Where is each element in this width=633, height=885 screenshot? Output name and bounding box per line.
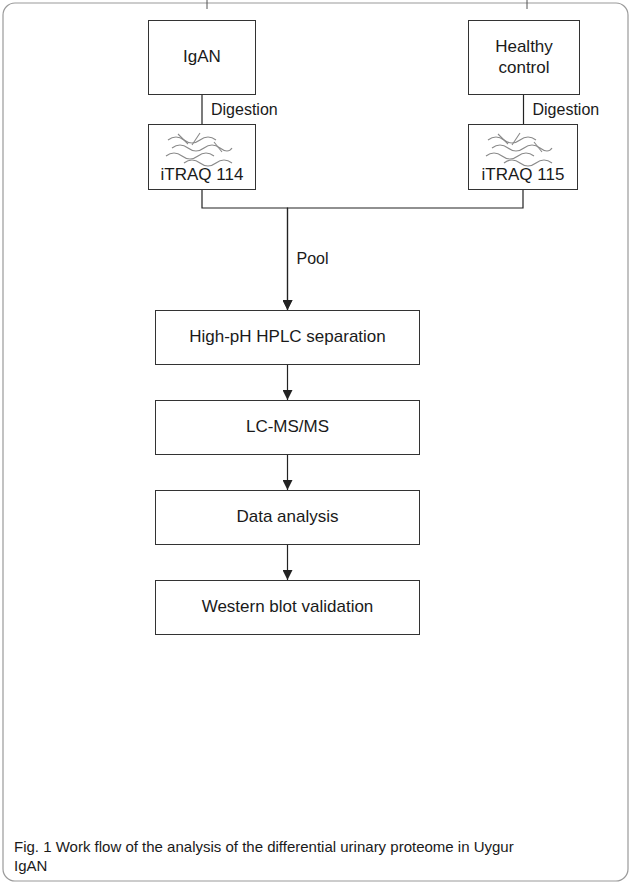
stub-line bbox=[527, 0, 528, 9]
peptide-icon bbox=[486, 133, 552, 166]
process-box: IgAN bbox=[148, 20, 256, 95]
stub-line bbox=[207, 0, 208, 9]
process-box: Data analysis bbox=[155, 490, 420, 545]
flow-connector bbox=[288, 190, 524, 310]
flow-connector bbox=[202, 190, 288, 310]
process-box: Healthy control bbox=[468, 20, 580, 95]
box-label: IgAN bbox=[183, 47, 221, 67]
flow-connector bbox=[287, 545, 288, 580]
figure-frame bbox=[3, 3, 628, 881]
edge-label: Digestion bbox=[209, 100, 280, 119]
peptide-icon bbox=[166, 133, 232, 166]
box-label: Healthy control bbox=[475, 37, 573, 78]
flow-connector bbox=[287, 455, 288, 490]
edge-label: Pool bbox=[295, 249, 331, 268]
box-label: High-pH HPLC separation bbox=[189, 327, 386, 347]
edge-label: Digestion bbox=[531, 100, 602, 119]
box-label: iTRAQ 114 bbox=[161, 165, 244, 185]
figure-caption: Fig. 1 Work flow of the analysis of the … bbox=[14, 838, 544, 876]
process-box: LC-MS/MS bbox=[155, 400, 420, 455]
process-box: iTRAQ 115 bbox=[468, 124, 578, 190]
box-label: LC-MS/MS bbox=[246, 417, 329, 437]
box-label: iTRAQ 115 bbox=[482, 165, 565, 185]
flow-connector bbox=[523, 95, 524, 124]
process-box: iTRAQ 114 bbox=[148, 124, 256, 190]
flow-connector bbox=[287, 365, 288, 400]
box-label: Data analysis bbox=[236, 507, 338, 527]
box-label: Western blot validation bbox=[202, 597, 374, 617]
flow-connector bbox=[201, 95, 202, 124]
process-box: Western blot validation bbox=[155, 580, 420, 635]
process-box: High-pH HPLC separation bbox=[155, 310, 420, 365]
